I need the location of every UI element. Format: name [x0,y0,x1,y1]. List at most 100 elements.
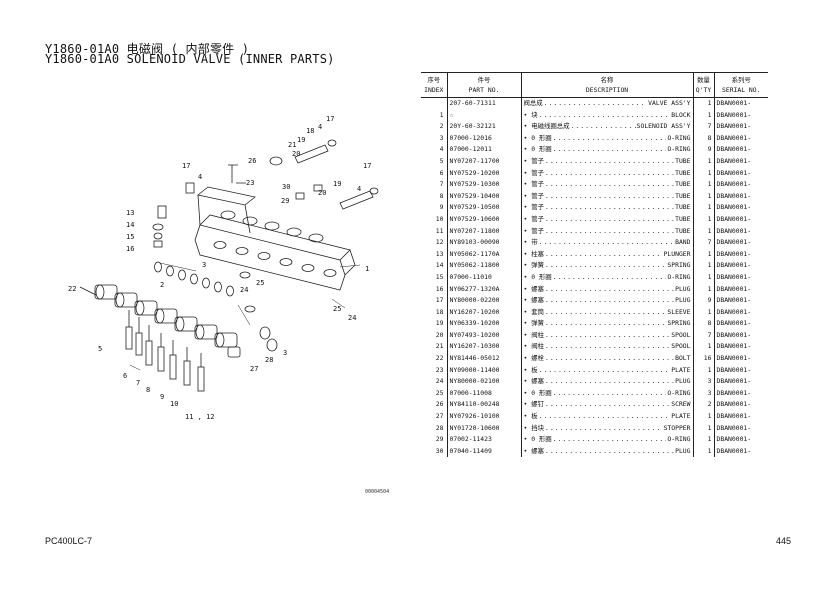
desc-english: PLUG [675,377,691,386]
cell-part-no: NY09000-11400 [446,364,521,377]
cell-index: 26 [435,400,444,409]
cell-serial: DBAN0001- [713,260,768,272]
desc-english: BOLT [675,354,691,363]
cell-part-no: NY07529-10400 [446,190,521,203]
cell-description: • 0 形圈O-RING [520,132,693,145]
cell-serial: DBAN0001- [713,376,768,388]
cell-serial: DBAN0001- [713,295,768,307]
cell-part-no: NY07207-11800 [446,225,521,238]
desc-chinese: • 板 [523,412,538,421]
desc-english: TUBE [675,203,691,212]
cell-serial: DBAN0001- [713,411,768,423]
callout-24a: 24 [240,286,248,294]
callout-29: 29 [281,197,289,205]
cell-description: • 管子 TUBE [520,167,693,180]
cell-index: 17 [435,296,444,305]
cell-part-no: 07000-12011 [446,144,521,156]
cell-qty: 1 [692,213,714,226]
desc-english: VALVE ASS'Y [648,99,691,107]
desc-english: TUBE [675,180,691,189]
callout-10: 10 [170,400,178,408]
desc-english: SPRING [667,319,691,328]
desc-english: O-RING [667,145,691,154]
callout-14: 14 [126,221,134,229]
callout-30: 30 [282,183,290,191]
callout-23: 23 [246,179,254,187]
cell-qty: 8 [692,132,714,145]
desc-english: TUBE [675,214,691,223]
cell-serial: DBAN0001- [713,121,768,133]
cell-qty: 1 [692,364,714,377]
callout-19b: 19 [333,180,341,188]
desc-chinese: • 0 形圈 [523,435,552,444]
cell-description: • 螺塞PLUG [520,295,693,307]
callout-25b: 25 [333,305,341,313]
desc-chinese: • 管子 [523,168,544,177]
callout-17a: 17 [182,162,190,170]
cell-qty: 9 [692,144,714,156]
cell-index: 9 [439,203,444,212]
cell-part-no: 07000-11010 [446,271,521,284]
cell-part-no: NY81446-05012 [446,353,521,365]
footer-model: PC400LC-7 [45,536,93,546]
desc-chinese: • 0 形圈 [523,272,552,281]
cell-index: 3 [439,133,444,142]
cell-serial: DBAN0001- [713,341,768,354]
callout-13: 13 [126,209,134,217]
cell-serial: DBAN0001- [713,445,768,458]
cell-description: • 板PLATE [520,364,693,377]
cell-part-no: NY07529-10600 [446,213,521,226]
cell-description: • 弹簧SPRING [520,318,693,330]
cell-serial: DBAN0001- [713,387,768,400]
table-row: 1☆• 块BLOCK1DBAN0001- [421,109,768,122]
desc-chinese: • 弹簧 [523,261,544,270]
desc-english: SPRING [667,261,691,270]
desc-chinese: • 管子 [523,214,544,223]
desc-chinese: • 0 形圈 [523,133,552,142]
cell-qty: 1 [692,97,714,110]
cell-qty: 3 [692,387,714,400]
cell-part-no: 07040-11409 [446,445,521,458]
cell-serial: DBAN0001- [713,213,768,226]
desc-english: STOPPER [663,423,691,432]
cell-description: • 管子TUBE [520,225,693,238]
callout-4a: 4 [198,173,202,181]
desc-english: O-RING [667,388,691,397]
cell-description: • 电磁线圈总成SOLENOID ASS'Y [520,121,693,133]
cell-index: 4 [439,145,444,154]
cell-serial: DBAN0001- [713,202,768,214]
cell-serial: DBAN0001- [713,109,768,122]
cell-index: 2 [439,122,444,131]
cell-qty: 1 [692,283,714,296]
cell-index: 29 [435,435,444,444]
cell-qty: 2 [692,399,714,412]
cell-description: • 挡块STOPPER [520,422,693,435]
cell-part-no: NY89103-00090 [446,237,521,249]
cell-serial: DBAN0001- [713,353,768,365]
cell-qty: 1 [692,341,714,354]
cell-index: 22 [435,354,444,363]
cell-index: 18 [435,307,444,316]
cell-part-no: NY07529-10300 [446,179,521,191]
desc-english: TUBE [675,168,691,177]
desc-chinese: • 螺塞 [523,377,544,386]
cell-qty: 8 [692,318,714,330]
cell-qty: 7 [692,121,714,133]
